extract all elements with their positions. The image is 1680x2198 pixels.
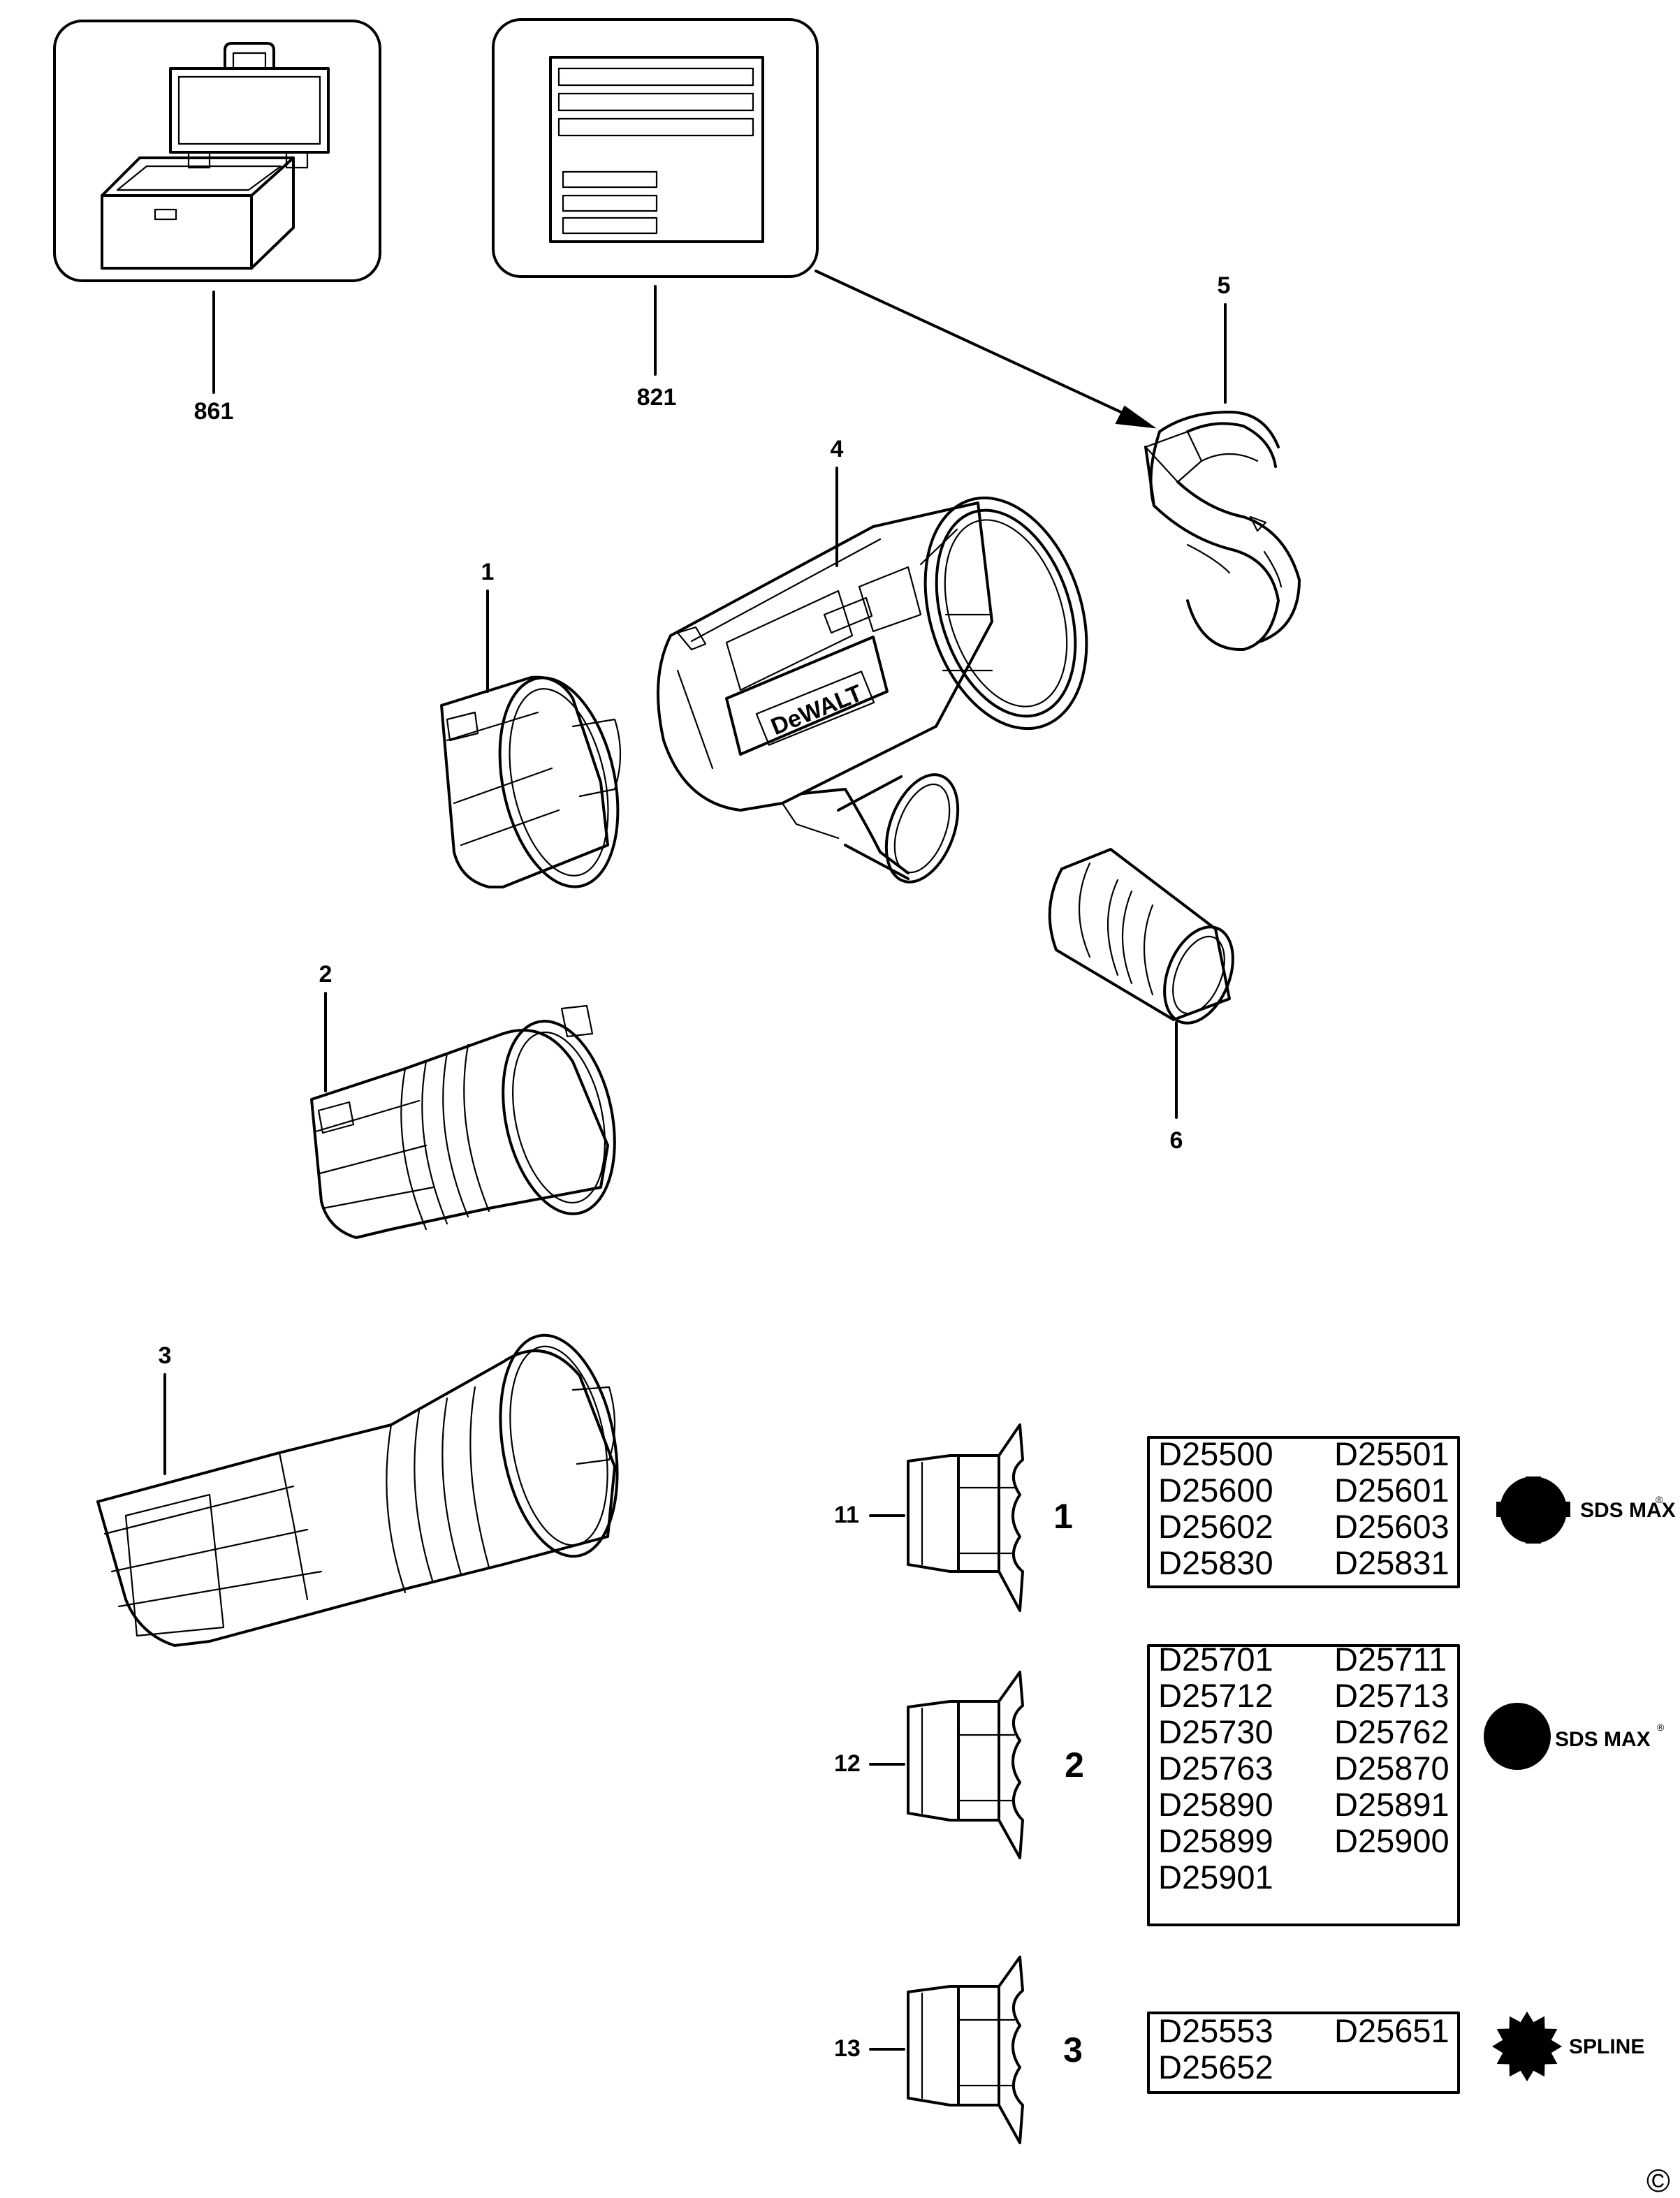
model-number: D25870 bbox=[1334, 1750, 1449, 1787]
adapter-1-drawing bbox=[440, 675, 622, 888]
copyright-mark: © bbox=[1646, 2162, 1670, 2198]
leader-arrow bbox=[815, 270, 1157, 429]
sds-max-shank-icon bbox=[1470, 1693, 1564, 1780]
model-number: D25890 bbox=[1158, 1786, 1273, 1823]
copyright-symbol: © bbox=[1646, 2162, 1670, 2198]
shank-label-3: SPLINE bbox=[1569, 2035, 1644, 2058]
model-number: D25831 bbox=[1334, 1544, 1449, 1581]
hose-connector-drawing bbox=[1048, 848, 1234, 1025]
model-number: D25602 bbox=[1158, 1508, 1273, 1545]
model-number: D25553 bbox=[1158, 2012, 1273, 2049]
model-box-2 bbox=[1147, 1644, 1460, 1926]
model-number: D25830 bbox=[1158, 1544, 1273, 1581]
callout-2: 2 bbox=[319, 961, 333, 988]
row-adapter-2: 2 bbox=[1065, 1745, 1084, 1785]
model-number: D25900 bbox=[1334, 1822, 1449, 1859]
shank-label-1: SDS MAX bbox=[1580, 1499, 1676, 1522]
shank-label-2: SDS MAX bbox=[1555, 1728, 1651, 1751]
callout-4: 4 bbox=[831, 436, 844, 462]
sds-max-shank-icon bbox=[1487, 1467, 1580, 1553]
model-number: D25901 bbox=[1158, 1859, 1273, 1896]
label-sheet-icon bbox=[549, 56, 764, 243]
row-callout-13: 13 bbox=[834, 2035, 861, 2062]
row-callout-12: 12 bbox=[834, 1750, 861, 1777]
model-number: D25500 bbox=[1158, 1435, 1273, 1472]
callout-1: 1 bbox=[481, 559, 495, 585]
shank-reg-1: ® bbox=[1656, 1494, 1663, 1505]
row-adapter-1: 1 bbox=[1053, 1497, 1073, 1536]
model-number: D25601 bbox=[1334, 1472, 1449, 1509]
callout-861: 861 bbox=[194, 398, 234, 425]
hose-clamp-drawing bbox=[1144, 411, 1301, 652]
model-number: D25501 bbox=[1334, 1435, 1449, 1472]
model-number: D25652 bbox=[1158, 2049, 1273, 2086]
callout-5: 5 bbox=[1218, 272, 1231, 299]
dust-extractor-body-drawing: DeWALT bbox=[657, 496, 1088, 884]
row-adapter-3: 3 bbox=[1063, 2030, 1083, 2069]
model-number: D25603 bbox=[1334, 1508, 1449, 1545]
model-number: D25730 bbox=[1158, 1713, 1273, 1750]
model-number: D25899 bbox=[1158, 1822, 1273, 1859]
model-number: D25891 bbox=[1334, 1786, 1449, 1823]
row-callout-11: 11 bbox=[834, 1502, 859, 1528]
adapter-profile-2 bbox=[907, 1671, 1024, 1859]
model-number: D25711 bbox=[1334, 1641, 1447, 1678]
model-number: D25762 bbox=[1334, 1713, 1449, 1750]
model-number: D25600 bbox=[1158, 1472, 1273, 1509]
callout-821: 821 bbox=[637, 384, 677, 411]
callout-3: 3 bbox=[159, 1342, 172, 1369]
adapter-profile-3 bbox=[907, 1956, 1024, 2144]
model-number: D25763 bbox=[1158, 1750, 1273, 1787]
model-number: D25701 bbox=[1158, 1641, 1273, 1678]
carry-case-icon bbox=[101, 42, 330, 270]
label-sheet-panel bbox=[492, 18, 819, 278]
carry-case-panel bbox=[53, 20, 381, 282]
model-box-1 bbox=[1147, 1436, 1460, 1588]
spline-shank-icon bbox=[1492, 2012, 1562, 2081]
model-number: D25712 bbox=[1158, 1677, 1273, 1714]
model-number: D25713 bbox=[1334, 1677, 1449, 1714]
adapter-3-drawing bbox=[96, 1333, 619, 1647]
model-box-3 bbox=[1147, 2012, 1460, 2094]
model-number: D25651 bbox=[1334, 2012, 1449, 2049]
callout-6: 6 bbox=[1170, 1127, 1183, 1154]
adapter-2-drawing bbox=[310, 1004, 616, 1239]
shank-reg-2: ® bbox=[1657, 1722, 1665, 1733]
adapter-profile-1 bbox=[907, 1423, 1024, 1612]
